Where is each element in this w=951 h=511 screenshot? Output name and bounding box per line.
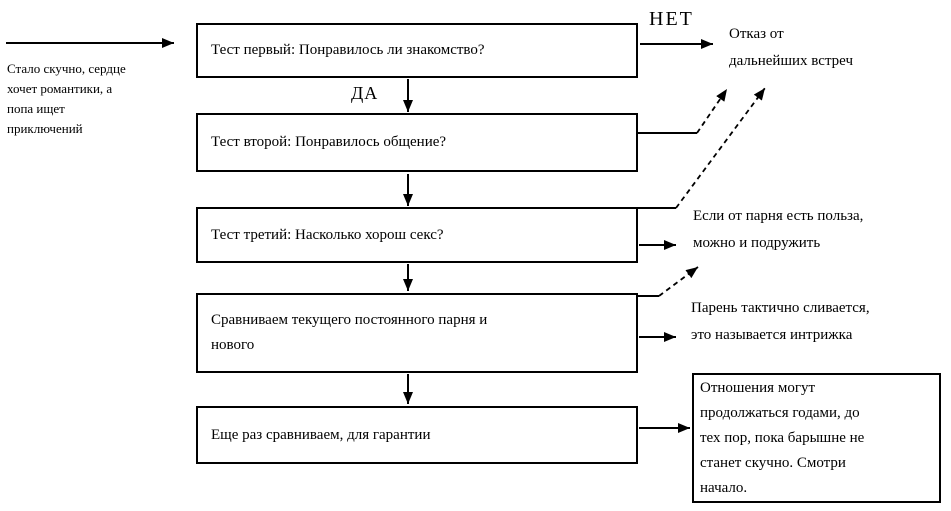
step-box-compare: Сравниваем текущего постоянного парня и … xyxy=(196,293,638,373)
branch-label-no: НЕТ xyxy=(649,8,694,30)
outcome-fling: Парень тактично сливается, это называетс… xyxy=(691,300,870,343)
step3-refusal-arrow xyxy=(675,87,766,209)
outcome-refusal: Отказ от дальнейших встреч xyxy=(729,26,854,69)
step-box-test-second: Тест второй: Понравилось общение? xyxy=(196,113,638,172)
outcome-long-term-box: Отношения могут продолжаться годами, до … xyxy=(692,373,941,503)
step4-utility-arrow xyxy=(658,266,699,297)
step-box-test-first: Тест первый: Понравилось ли знакомство? xyxy=(196,23,638,78)
step-box-test-third: Тест третий: Насколько хорош секс? xyxy=(196,207,638,263)
branch-label-yes: ДА xyxy=(351,83,379,103)
step-box-recompare: Еще раз сравниваем, для гарантии xyxy=(196,406,638,464)
step2-refusal-arrow xyxy=(696,88,728,134)
entry-annotation: Стало скучно, сердце хочет романтики, а … xyxy=(7,61,126,136)
outcome-utility: Если от парня есть польза, можно и подру… xyxy=(693,208,864,251)
